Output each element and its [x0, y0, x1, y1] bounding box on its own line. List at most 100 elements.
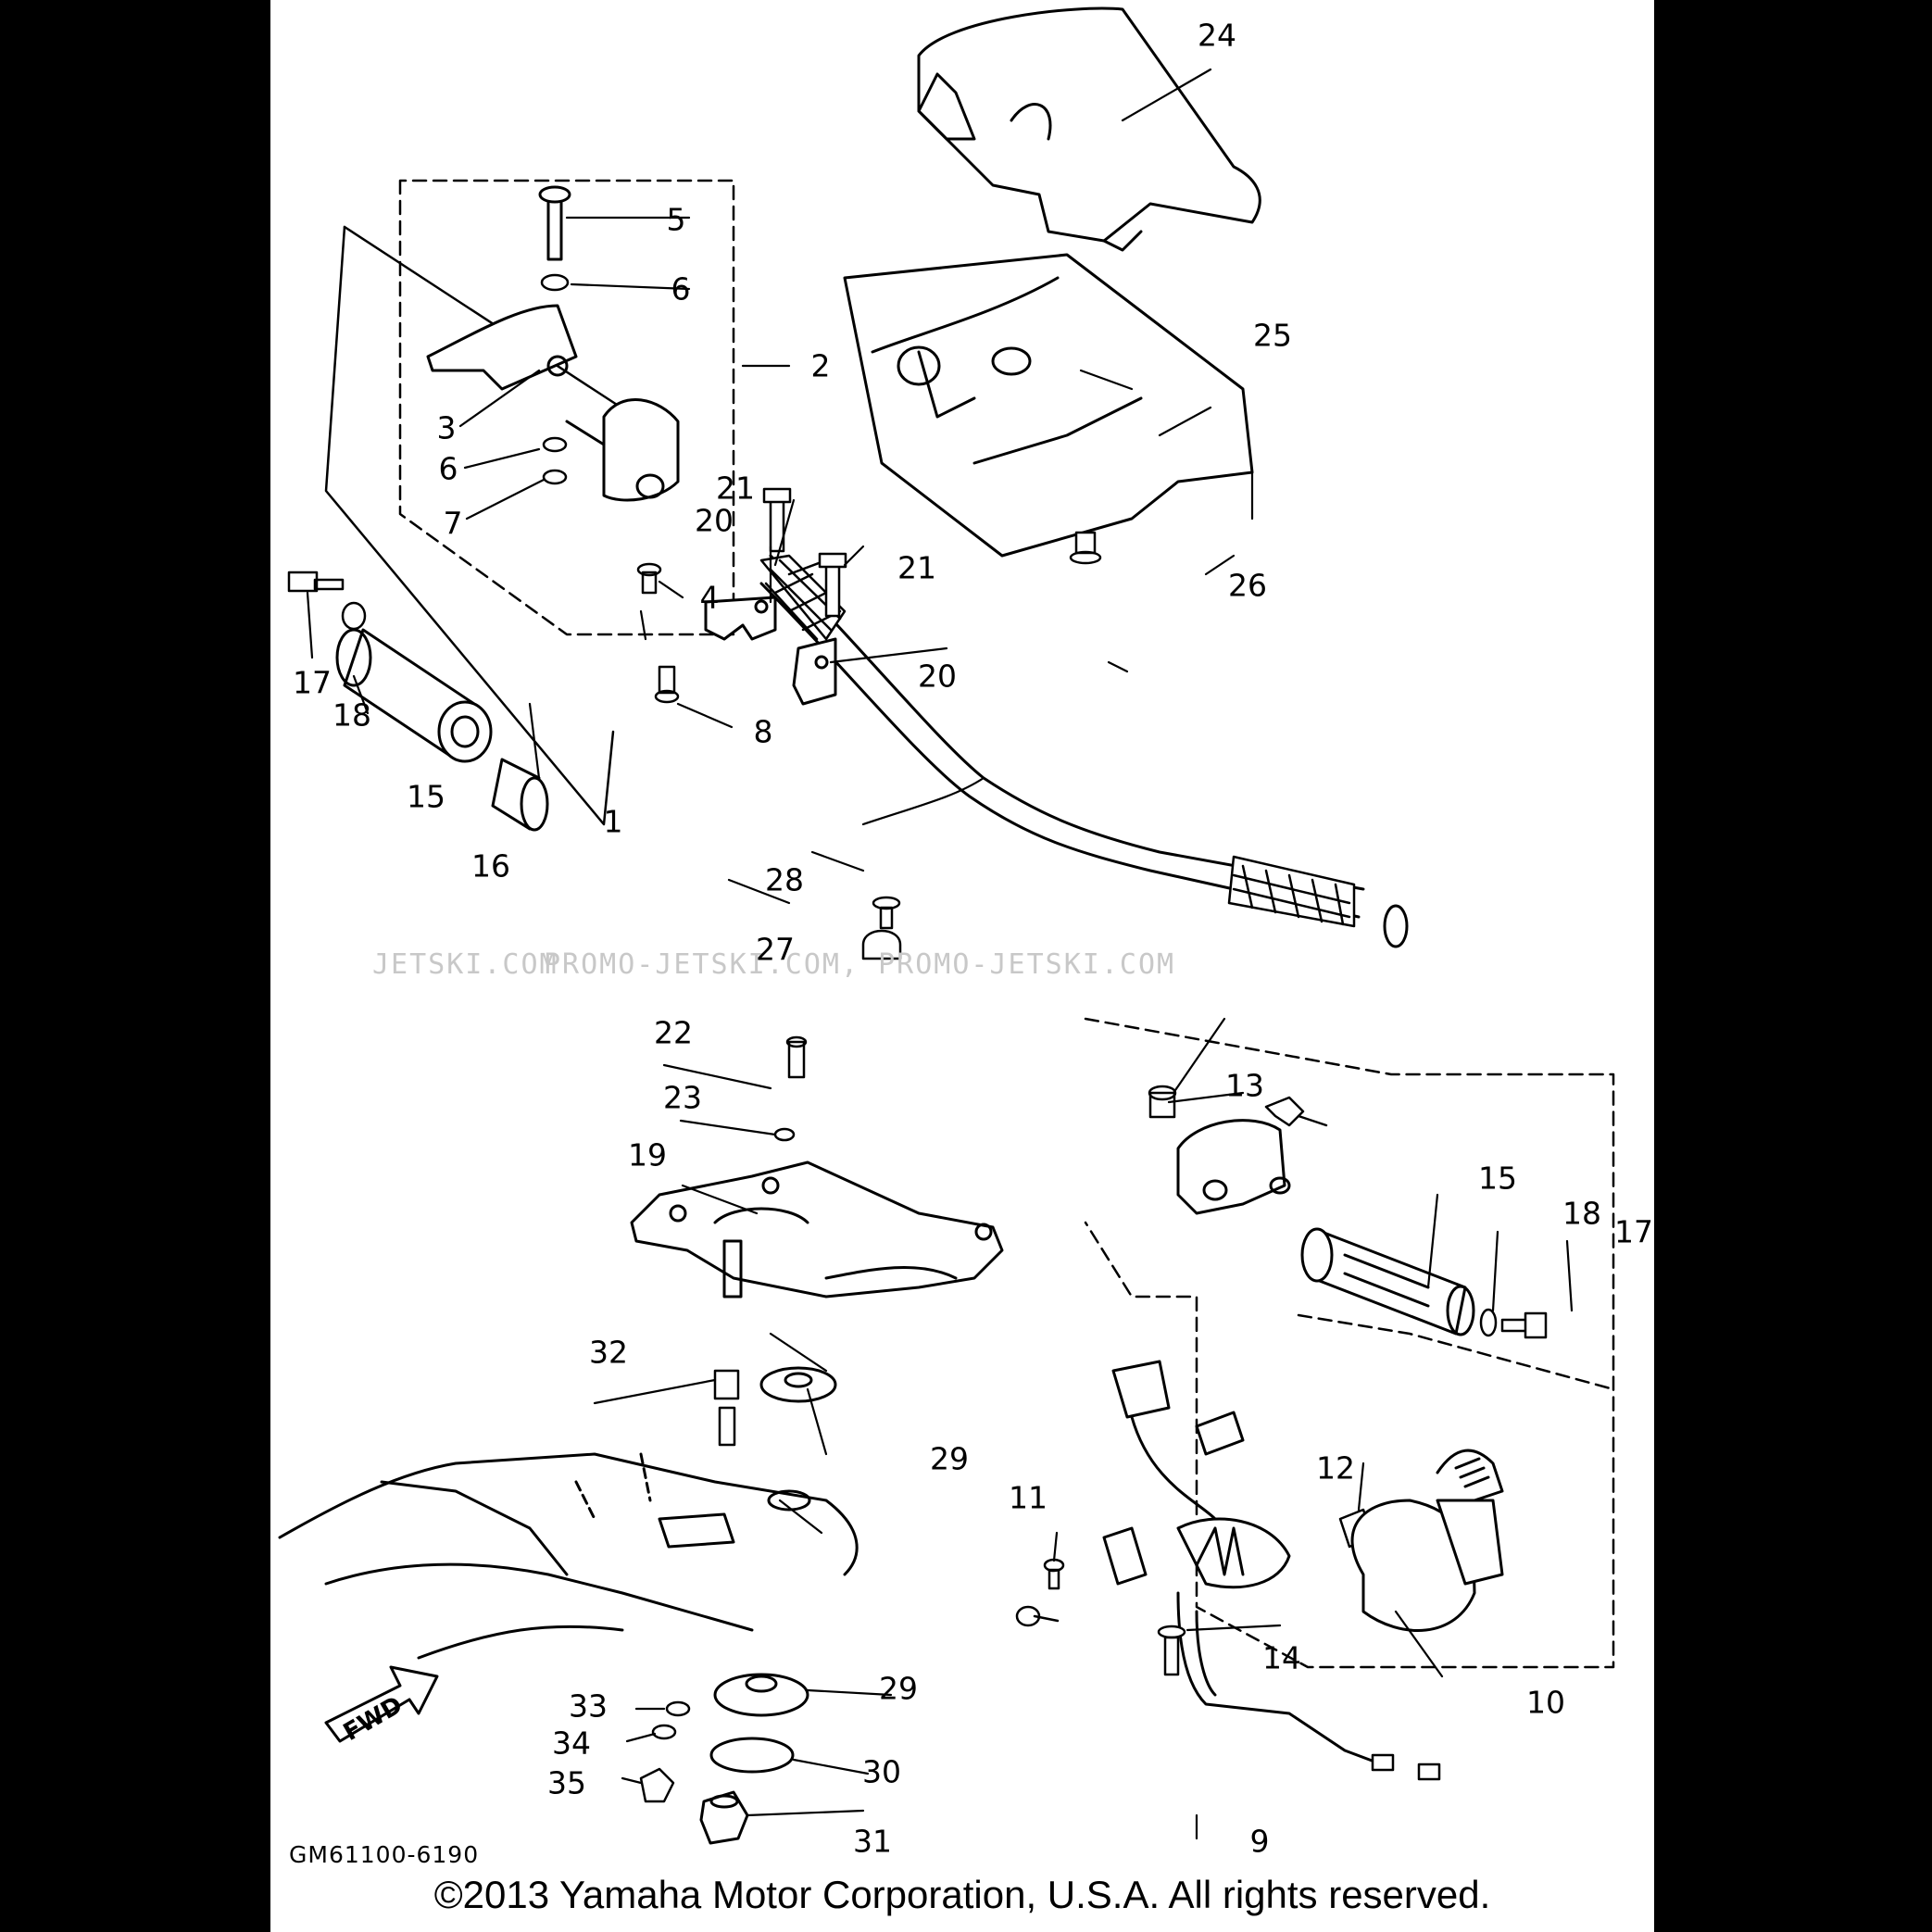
callout-34: 34 — [552, 1725, 591, 1762]
callout-22: 22 — [654, 1014, 693, 1051]
washer-30 — [709, 1737, 795, 1774]
nut-31 — [699, 1790, 749, 1845]
callout-5: 5 — [666, 201, 686, 238]
switch-internals — [1102, 1360, 1384, 1766]
screw-26 — [1069, 531, 1102, 565]
callout-24: 24 — [1198, 17, 1236, 54]
screw-14 — [1157, 1625, 1186, 1676]
callout-29-lower: 29 — [879, 1670, 918, 1707]
leader-lines — [306, 68, 1574, 1840]
callout-31: 31 — [853, 1823, 892, 1860]
callout-15-right: 15 — [1478, 1160, 1517, 1197]
callout-21-lower: 21 — [897, 549, 936, 586]
callout-27: 27 — [756, 931, 795, 968]
callout-35: 35 — [547, 1764, 586, 1801]
grommet-29-lower — [713, 1673, 809, 1717]
callout-21-upper: 21 — [716, 470, 755, 507]
bolt-21-b — [818, 552, 847, 618]
handlebar-cover-top — [917, 6, 1261, 252]
holder-lower-20 — [792, 637, 837, 706]
washers-left — [540, 273, 570, 485]
assembly-box-9 — [1084, 1017, 1615, 1669]
throttle-lever — [426, 304, 578, 391]
left-grip-knurl — [759, 554, 847, 641]
button-13 — [1148, 1085, 1177, 1119]
screw-11 — [1015, 1558, 1065, 1627]
right-grip — [1300, 1227, 1475, 1336]
callout-10: 10 — [1526, 1684, 1565, 1721]
callout-4: 4 — [699, 579, 720, 616]
connector-32 — [713, 1369, 740, 1447]
callout-29-upper: 29 — [930, 1440, 969, 1477]
callout-3: 3 — [436, 409, 457, 446]
watermark-right: PROMO-JETSKI.COM, PROMO-JETSKI.COM — [544, 948, 1176, 981]
callout-1: 1 — [603, 803, 623, 840]
washer-18-left — [341, 601, 367, 631]
right-switch-housing — [1176, 1119, 1291, 1215]
callout-28: 28 — [765, 861, 804, 898]
callout-20-lower: 20 — [918, 658, 957, 695]
switch-group-outline — [324, 225, 680, 826]
exploded-view-drawing — [278, 6, 1615, 1845]
steering-column-base — [630, 1160, 1004, 1298]
clamp-27 — [861, 929, 902, 960]
bolt-21-a — [762, 487, 792, 553]
handlebar — [759, 554, 1409, 948]
nut-35 — [639, 1767, 675, 1803]
screw-8 — [654, 665, 680, 704]
fwd-text: FWD — [339, 1691, 408, 1747]
connectors-lower — [1371, 1753, 1441, 1781]
fwd-label: FWD — [339, 1691, 408, 1747]
callout-6-bottom: 6 — [438, 450, 458, 487]
assembly-box-2 — [398, 179, 735, 636]
right-grip-knurl — [1227, 855, 1356, 928]
callout-18-left: 18 — [332, 696, 371, 734]
callout-25: 25 — [1253, 317, 1292, 354]
callout-15-left: 15 — [407, 778, 445, 815]
washer-33 — [665, 1700, 691, 1717]
callout-12: 12 — [1316, 1449, 1355, 1487]
holder-upper-20 — [704, 596, 777, 641]
watermark-left: JETSKI.COM — [372, 948, 558, 981]
screw-28 — [872, 896, 901, 930]
callout-14: 14 — [1262, 1639, 1301, 1676]
callout-17-right: 17 — [1614, 1213, 1653, 1250]
callout-20-upper: 20 — [695, 502, 734, 539]
washer-34 — [651, 1724, 677, 1740]
callout-6-top: 6 — [671, 270, 691, 307]
callout-17-left: 17 — [293, 664, 332, 701]
callout-2: 2 — [810, 347, 831, 384]
callout-33: 33 — [569, 1687, 608, 1725]
deck-outline — [278, 1452, 859, 1660]
callout-7: 7 — [443, 505, 463, 542]
parts-diagram-sheet: JETSKI.COM PROMO-JETSKI.COM, PROMO-JETSK… — [270, 0, 1654, 1932]
terminal-lug — [1264, 1096, 1328, 1127]
bolt-17-right — [1500, 1311, 1548, 1339]
bolt-17-left — [287, 571, 345, 593]
callout-13: 13 — [1225, 1067, 1264, 1104]
screw-4 — [636, 562, 662, 595]
washer-23 — [773, 1127, 796, 1142]
fwd-arrow — [324, 1665, 439, 1743]
callout-18-right: 18 — [1562, 1195, 1601, 1232]
pin — [538, 185, 571, 261]
callout-9: 9 — [1249, 1823, 1270, 1860]
switch-10 — [1350, 1449, 1504, 1632]
left-grip — [335, 628, 493, 763]
callout-26: 26 — [1228, 567, 1267, 604]
callout-11: 11 — [1009, 1479, 1048, 1516]
callout-23: 23 — [663, 1079, 702, 1116]
diagram-code: GM61100-6190 — [289, 1841, 480, 1868]
callout-30: 30 — [862, 1753, 901, 1790]
grip-end-16 — [491, 758, 549, 832]
left-switch-housing — [565, 398, 680, 502]
copyright-notice: ©2013 Yamaha Motor Corporation, U.S.A. A… — [433, 1873, 1491, 1916]
handlebar-cover-bottom — [843, 253, 1254, 558]
bolt-22 — [785, 1035, 808, 1079]
callout-16: 16 — [471, 847, 510, 884]
callout-19: 19 — [628, 1136, 667, 1173]
callout-8: 8 — [753, 713, 773, 750]
washer-18-right — [1479, 1308, 1498, 1337]
grommet-29-upper — [759, 1366, 837, 1403]
callout-32: 32 — [589, 1334, 628, 1371]
